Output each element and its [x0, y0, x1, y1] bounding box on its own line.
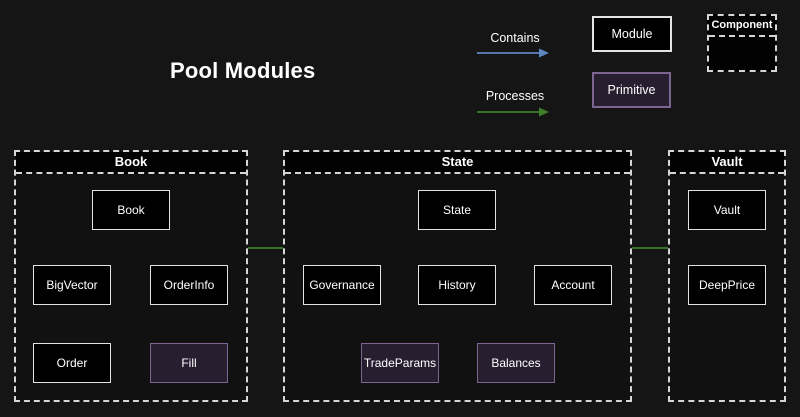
node-history: History — [418, 265, 496, 305]
node-orderinfo: OrderInfo — [150, 265, 228, 305]
container-vault-header: Vault — [670, 152, 784, 174]
node-bigvector: BigVector — [33, 265, 111, 305]
legend-module-label: Module — [612, 27, 653, 41]
legend-processes-label: Processes — [475, 89, 555, 103]
legend-component-label: Component — [709, 16, 775, 37]
node-vault: Vault — [688, 190, 766, 230]
node-order: Order — [33, 343, 111, 383]
container-book-header: Book — [16, 152, 246, 174]
node-book: Book — [92, 190, 170, 230]
node-deepprice: DeepPrice — [688, 265, 766, 305]
container-state-header: State — [285, 152, 630, 174]
node-balances: Balances — [477, 343, 555, 383]
legend-component-box: Component — [707, 14, 777, 72]
legend-primitive-label: Primitive — [608, 83, 656, 97]
node-state: State — [418, 190, 496, 230]
node-account: Account — [534, 265, 612, 305]
page-title: Pool Modules — [170, 58, 315, 84]
legend-module-box: Module — [592, 16, 672, 52]
legend-primitive-box: Primitive — [592, 72, 671, 108]
node-fill: Fill — [150, 343, 228, 383]
node-governance: Governance — [303, 265, 381, 305]
node-tradeparams: TradeParams — [361, 343, 439, 383]
legend-contains-label: Contains — [475, 31, 555, 45]
